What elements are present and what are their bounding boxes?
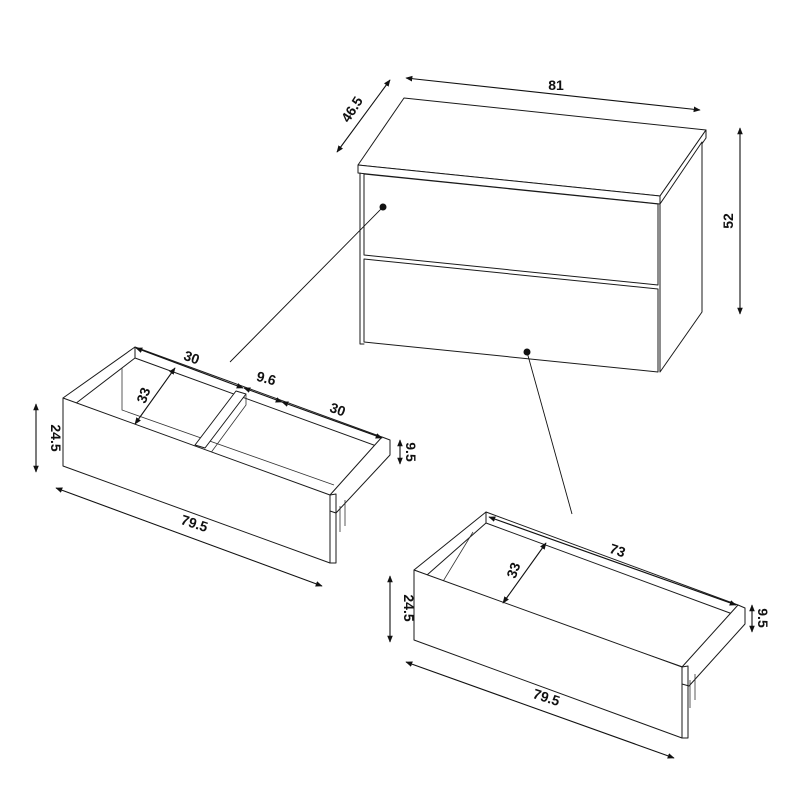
cabinet-right-side xyxy=(659,141,703,373)
lower-drawer-leader xyxy=(526,351,573,515)
bottom-drawer-right-side xyxy=(681,604,746,687)
cabinet-top-side-edge xyxy=(659,129,707,205)
bottom-drawer-front-edge xyxy=(681,665,689,739)
top-drawer-inner-height-label: 9.5 xyxy=(403,442,419,462)
top-drawer-divider-gap-label: 9.6 xyxy=(255,368,278,389)
top-drawer-front-edge xyxy=(329,493,337,564)
cabinet-width-label: 81 xyxy=(548,77,564,93)
cabinet-dimensions: 81 46.5 52 xyxy=(336,75,743,315)
cabinet-height-label: 52 xyxy=(720,213,736,229)
compartment-depth-line xyxy=(134,367,176,425)
width-dimension-line xyxy=(405,75,701,113)
top-drawer-divider xyxy=(194,390,247,449)
bottom-drawer-inner-width-line xyxy=(488,516,737,606)
cabinet-depth-label: 46.5 xyxy=(338,93,366,125)
top-drawer-floor xyxy=(121,368,335,486)
bottom-drawer-runner xyxy=(689,674,696,708)
bottom-drawer-depth-label: 33 xyxy=(503,560,523,580)
top-drawer-runner xyxy=(339,500,346,532)
top-drawer-dimensions: 30 33 9.6 30 24.5 9.5 79.5 xyxy=(33,347,419,587)
top-drawer-back-panel xyxy=(134,346,383,449)
top-drawer-right-side xyxy=(329,436,391,514)
top-drawer-front-height-label: 24.5 xyxy=(48,424,64,451)
cabinet-lower-drawer-front xyxy=(363,258,659,373)
cabinet xyxy=(357,97,707,373)
top-drawer-depth-label: 33 xyxy=(133,385,153,405)
right-compartment-width-line xyxy=(281,401,383,439)
top-drawer-right-compartment-label: 30 xyxy=(328,399,348,419)
top-drawer-front-width-line xyxy=(55,487,323,587)
left-compartment-width-line xyxy=(135,347,244,389)
bottom-drawer-left-side xyxy=(413,511,487,576)
cabinet-upper-drawer-front xyxy=(363,173,659,286)
bottom-drawer-inner-height-label: 9.5 xyxy=(755,608,771,628)
bottom-drawer-inner-width-label: 73 xyxy=(608,540,628,560)
top-drawer-left-side xyxy=(62,346,136,405)
top-drawer-left-compartment-label: 30 xyxy=(182,347,202,367)
bottom-drawer-front-width-line xyxy=(405,661,675,759)
bottom-drawer xyxy=(413,511,746,739)
bottom-drawer-back-panel xyxy=(485,511,739,617)
bottom-drawer-depth-line xyxy=(502,542,547,604)
top-drawer-front-panel xyxy=(62,397,331,564)
leader-lines xyxy=(229,203,573,515)
cabinet-left-edge xyxy=(359,172,365,345)
depth-dimension-line xyxy=(336,79,391,153)
upper-drawer-leader xyxy=(229,206,384,363)
divider-gap-line xyxy=(243,387,283,403)
top-drawer xyxy=(62,346,391,564)
bottom-drawer-front-height-label: 24.5 xyxy=(401,594,417,621)
